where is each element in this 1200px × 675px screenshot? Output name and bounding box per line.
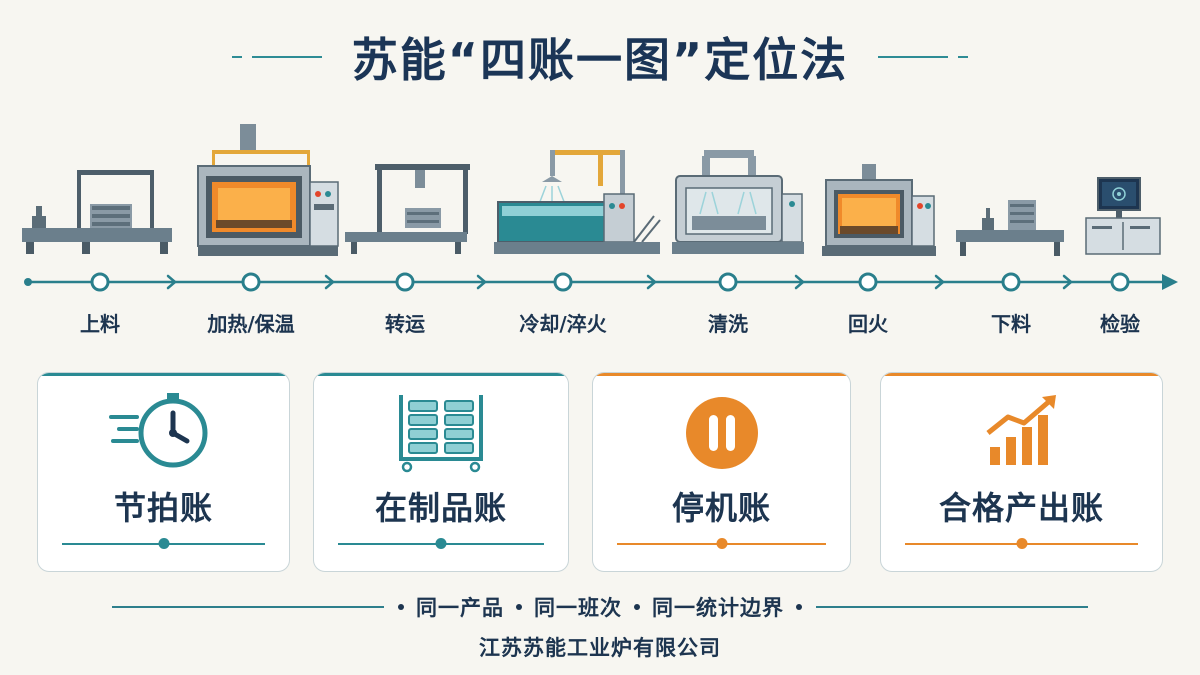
bullet-dot — [796, 604, 802, 610]
loading-station-icon — [22, 170, 172, 254]
stage-label: 冷却/淬火 — [519, 312, 607, 336]
title-decoration-left — [231, 56, 322, 58]
timeline-chevron — [934, 274, 945, 290]
timeline-node — [718, 272, 738, 292]
unloading-station-icon — [956, 200, 1064, 256]
timeline-chevron — [324, 274, 335, 290]
card-accent-bar — [593, 373, 850, 376]
washer-icon — [672, 150, 804, 254]
stage-label: 清洗 — [708, 312, 748, 336]
card-accent-bar — [881, 373, 1162, 376]
boundary-line-left — [112, 606, 384, 608]
bullet-dot — [516, 604, 522, 610]
timeline-chevron — [476, 274, 487, 290]
timeline-node — [395, 272, 415, 292]
page-title: 苏能“四账一图”定位法 — [351, 33, 849, 87]
boundary-line-right — [816, 606, 1088, 608]
timeline-chevron — [166, 274, 177, 290]
stage-label: 加热/保温 — [207, 312, 295, 336]
stage-label: 上料 — [80, 312, 120, 336]
card-label: 节拍账 — [113, 489, 213, 527]
timeline-node — [1110, 272, 1130, 292]
quench-tank-icon — [494, 150, 661, 254]
boundary-item: 同一产品 — [416, 596, 504, 620]
card-dot — [716, 538, 727, 549]
card-dot — [158, 538, 169, 549]
wip-rack-icon — [399, 395, 483, 473]
timeline-node — [241, 272, 261, 292]
stopwatch-icon — [108, 393, 207, 468]
tempering-furnace-icon — [822, 164, 936, 256]
timeline-chevron — [794, 274, 805, 290]
boundary-row: 同一产品 同一班次 同一统计边界 — [0, 592, 1200, 622]
title-decoration-right — [878, 56, 969, 58]
timeline-chevron — [1062, 274, 1073, 290]
card-label: 停机账 — [671, 489, 771, 527]
card-dot — [1016, 538, 1027, 549]
title-row: 苏能“四账一图”定位法 — [0, 22, 1200, 92]
card-label: 在制品账 — [374, 489, 507, 527]
card-label: 合格产出账 — [938, 489, 1104, 527]
growth-chart-icon — [985, 395, 1056, 465]
company-name: 江苏苏能工业炉有限公司 — [479, 636, 721, 660]
card-accent-bar — [38, 373, 289, 376]
card-qualified-output[interactable]: 合格产出账 — [880, 372, 1163, 572]
card-downtime[interactable]: 停机账 — [592, 372, 851, 572]
heating-furnace-icon — [197, 124, 339, 256]
timeline-chevron — [646, 274, 657, 290]
transfer-gantry-icon — [345, 164, 470, 254]
inspection-station-icon — [1085, 177, 1161, 255]
timeline-node — [553, 272, 573, 292]
process-timeline — [24, 272, 1178, 292]
boundary-item: 同一统计边界 — [652, 596, 784, 620]
pause-icon — [685, 397, 758, 469]
boundary-item: 同一班次 — [534, 596, 622, 620]
card-accent-bar — [314, 373, 568, 376]
stage-label: 转运 — [385, 312, 425, 336]
timeline-node — [90, 272, 110, 292]
stage-label: 下料 — [991, 312, 1031, 336]
card-cycle-time[interactable]: 节拍账 — [37, 372, 290, 572]
timeline-node — [1001, 272, 1021, 292]
stage-label: 回火 — [848, 312, 888, 336]
bullet-dot — [634, 604, 640, 610]
card-dot — [435, 538, 447, 549]
process-machines — [0, 118, 1200, 258]
stage-label: 检验 — [1100, 312, 1140, 336]
bullet-dot — [398, 604, 404, 610]
boundary-text: 同一产品 同一班次 同一统计边界 — [398, 592, 802, 622]
timeline-node — [858, 272, 878, 292]
card-wip[interactable]: 在制品账 — [313, 372, 569, 572]
